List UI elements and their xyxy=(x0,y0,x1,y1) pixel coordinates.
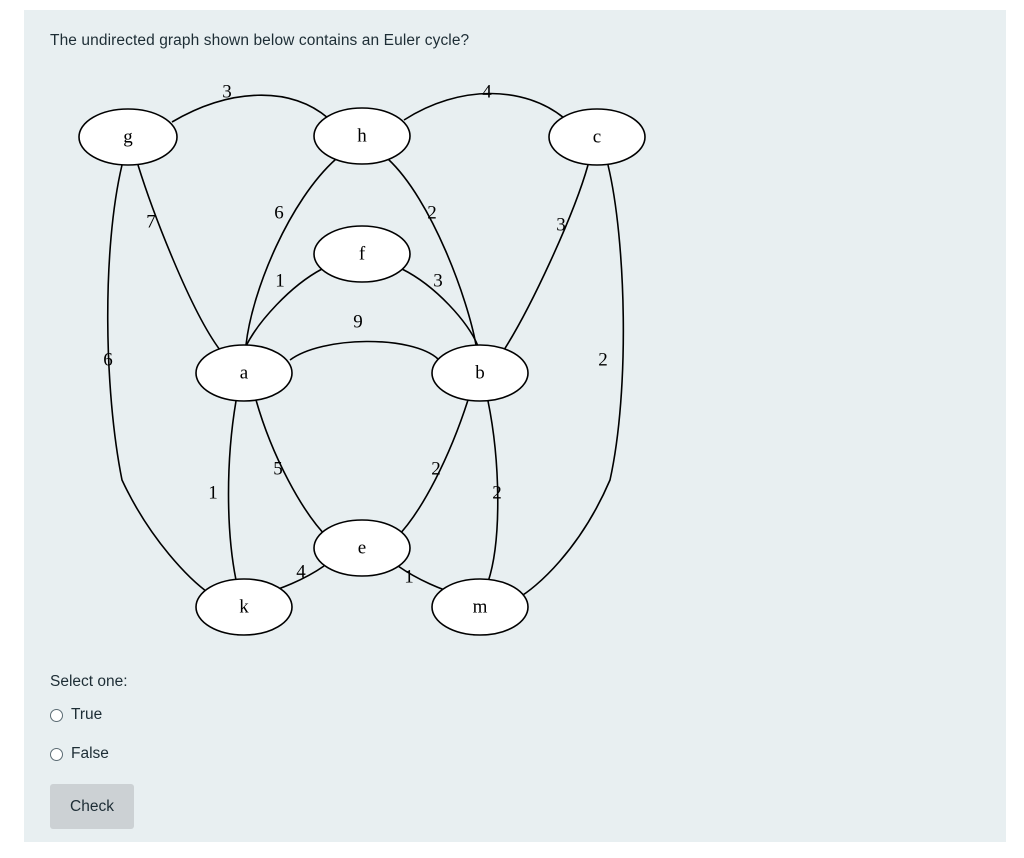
graph-edge-weight-f-b: 3 xyxy=(433,270,443,291)
answer-label-true: True xyxy=(71,706,103,723)
graph-edge-weight-h-b: 2 xyxy=(427,202,437,223)
graph-edge-weight-g-a: 7 xyxy=(146,211,156,232)
graph-edge-g-a xyxy=(137,164,221,351)
graph-node-shape-a xyxy=(195,344,293,402)
graph-edge-labels-layer: 3 4 6 7 6 2 1 3 9 3 2 1 5 2 2 4 1 xyxy=(103,81,608,587)
graph-edge-weight-g-k: 6 xyxy=(103,349,113,370)
graph-edge-weight-h-a: 6 xyxy=(274,202,284,223)
graph-node-shape-m xyxy=(431,578,529,636)
graph-edge-h-c xyxy=(403,92,565,121)
graph-node-label-a: a xyxy=(240,362,249,383)
check-button[interactable]: Check xyxy=(50,784,134,829)
graph-node-b: b xyxy=(431,344,529,402)
graph-node-shape-k xyxy=(195,578,293,636)
graph-node-shape-c xyxy=(548,108,646,166)
graph-edge-weight-a-b: 9 xyxy=(353,311,363,332)
graph-edge-weight-f-a: 1 xyxy=(275,270,285,291)
answer-option-true[interactable]: True xyxy=(50,706,102,724)
graph-node-label-e: e xyxy=(358,537,366,558)
graph-node-label-b: b xyxy=(475,362,485,383)
graph-node-c: c xyxy=(548,108,646,166)
graph-figure: 3 4 6 7 6 2 1 3 9 3 2 1 5 2 2 4 1 g h c f a b e k m xyxy=(40,60,680,640)
question-text: The undirected graph shown below contain… xyxy=(50,32,470,49)
graph-node-label-f: f xyxy=(359,243,366,264)
graph-node-shape-b xyxy=(431,344,529,402)
graph-edge-weight-c-b: 3 xyxy=(556,214,566,235)
graph-node-h: h xyxy=(313,107,411,165)
graph-edge-weight-e-m: 1 xyxy=(404,566,414,587)
graph-edge-f-a xyxy=(245,268,323,347)
graph-node-label-g: g xyxy=(123,126,133,147)
graph-svg: 3 4 6 7 6 2 1 3 9 3 2 1 5 2 2 4 1 g h c f a b e k m xyxy=(78,81,646,636)
graph-edge-g-k xyxy=(106,164,211,595)
graph-node-f: f xyxy=(313,225,411,283)
graph-node-a: a xyxy=(195,344,293,402)
radio-icon-false[interactable] xyxy=(50,747,63,761)
graph-edge-g-h xyxy=(171,94,329,123)
graph-edge-c-m xyxy=(517,164,625,599)
graph-node-shape-h xyxy=(313,107,411,165)
quiz-panel: The undirected graph shown below contain… xyxy=(24,10,1006,842)
radio-icon-true[interactable] xyxy=(50,708,63,722)
graph-node-label-k: k xyxy=(239,596,249,617)
graph-node-label-c: c xyxy=(593,126,601,147)
graph-edge-weight-g-h: 3 xyxy=(222,81,232,102)
graph-edge-f-b xyxy=(401,268,479,347)
graph-node-shape-g xyxy=(78,108,178,166)
graph-edge-weight-a-e: 5 xyxy=(273,458,283,479)
graph-edge-c-b xyxy=(501,164,589,354)
graph-edge-a-e xyxy=(255,399,329,539)
graph-node-g: g xyxy=(78,108,178,166)
graph-edge-weight-h-c: 4 xyxy=(482,81,492,102)
graph-edge-b-e xyxy=(395,399,469,539)
graph-node-shape-f xyxy=(313,225,411,283)
graph-node-label-h: h xyxy=(357,125,367,146)
graph-edge-a-b xyxy=(289,340,439,361)
graph-edge-weight-c-m: 2 xyxy=(598,349,608,370)
answer-option-false[interactable]: False xyxy=(50,745,109,763)
graph-edge-h-a xyxy=(245,158,337,346)
graph-node-m: m xyxy=(431,578,529,636)
graph-edge-weight-b-m: 2 xyxy=(492,482,502,503)
graph-edge-a-k xyxy=(227,400,237,581)
graph-nodes-layer: g h c f a b e k m xyxy=(78,107,646,636)
graph-edge-h-b xyxy=(387,158,477,346)
answer-label-false: False xyxy=(71,745,109,762)
graph-node-k: k xyxy=(195,578,293,636)
graph-edge-b-m xyxy=(487,400,499,583)
graph-edge-weight-b-e: 2 xyxy=(431,458,441,479)
graph-node-e: e xyxy=(313,519,411,577)
select-one-label: Select one: xyxy=(50,673,128,690)
graph-edge-weight-a-k: 1 xyxy=(208,482,218,503)
graph-edge-weight-e-k: 4 xyxy=(296,561,306,582)
graph-node-shape-e xyxy=(313,519,411,577)
graph-edges-layer xyxy=(106,92,625,599)
graph-node-label-m: m xyxy=(473,596,488,617)
